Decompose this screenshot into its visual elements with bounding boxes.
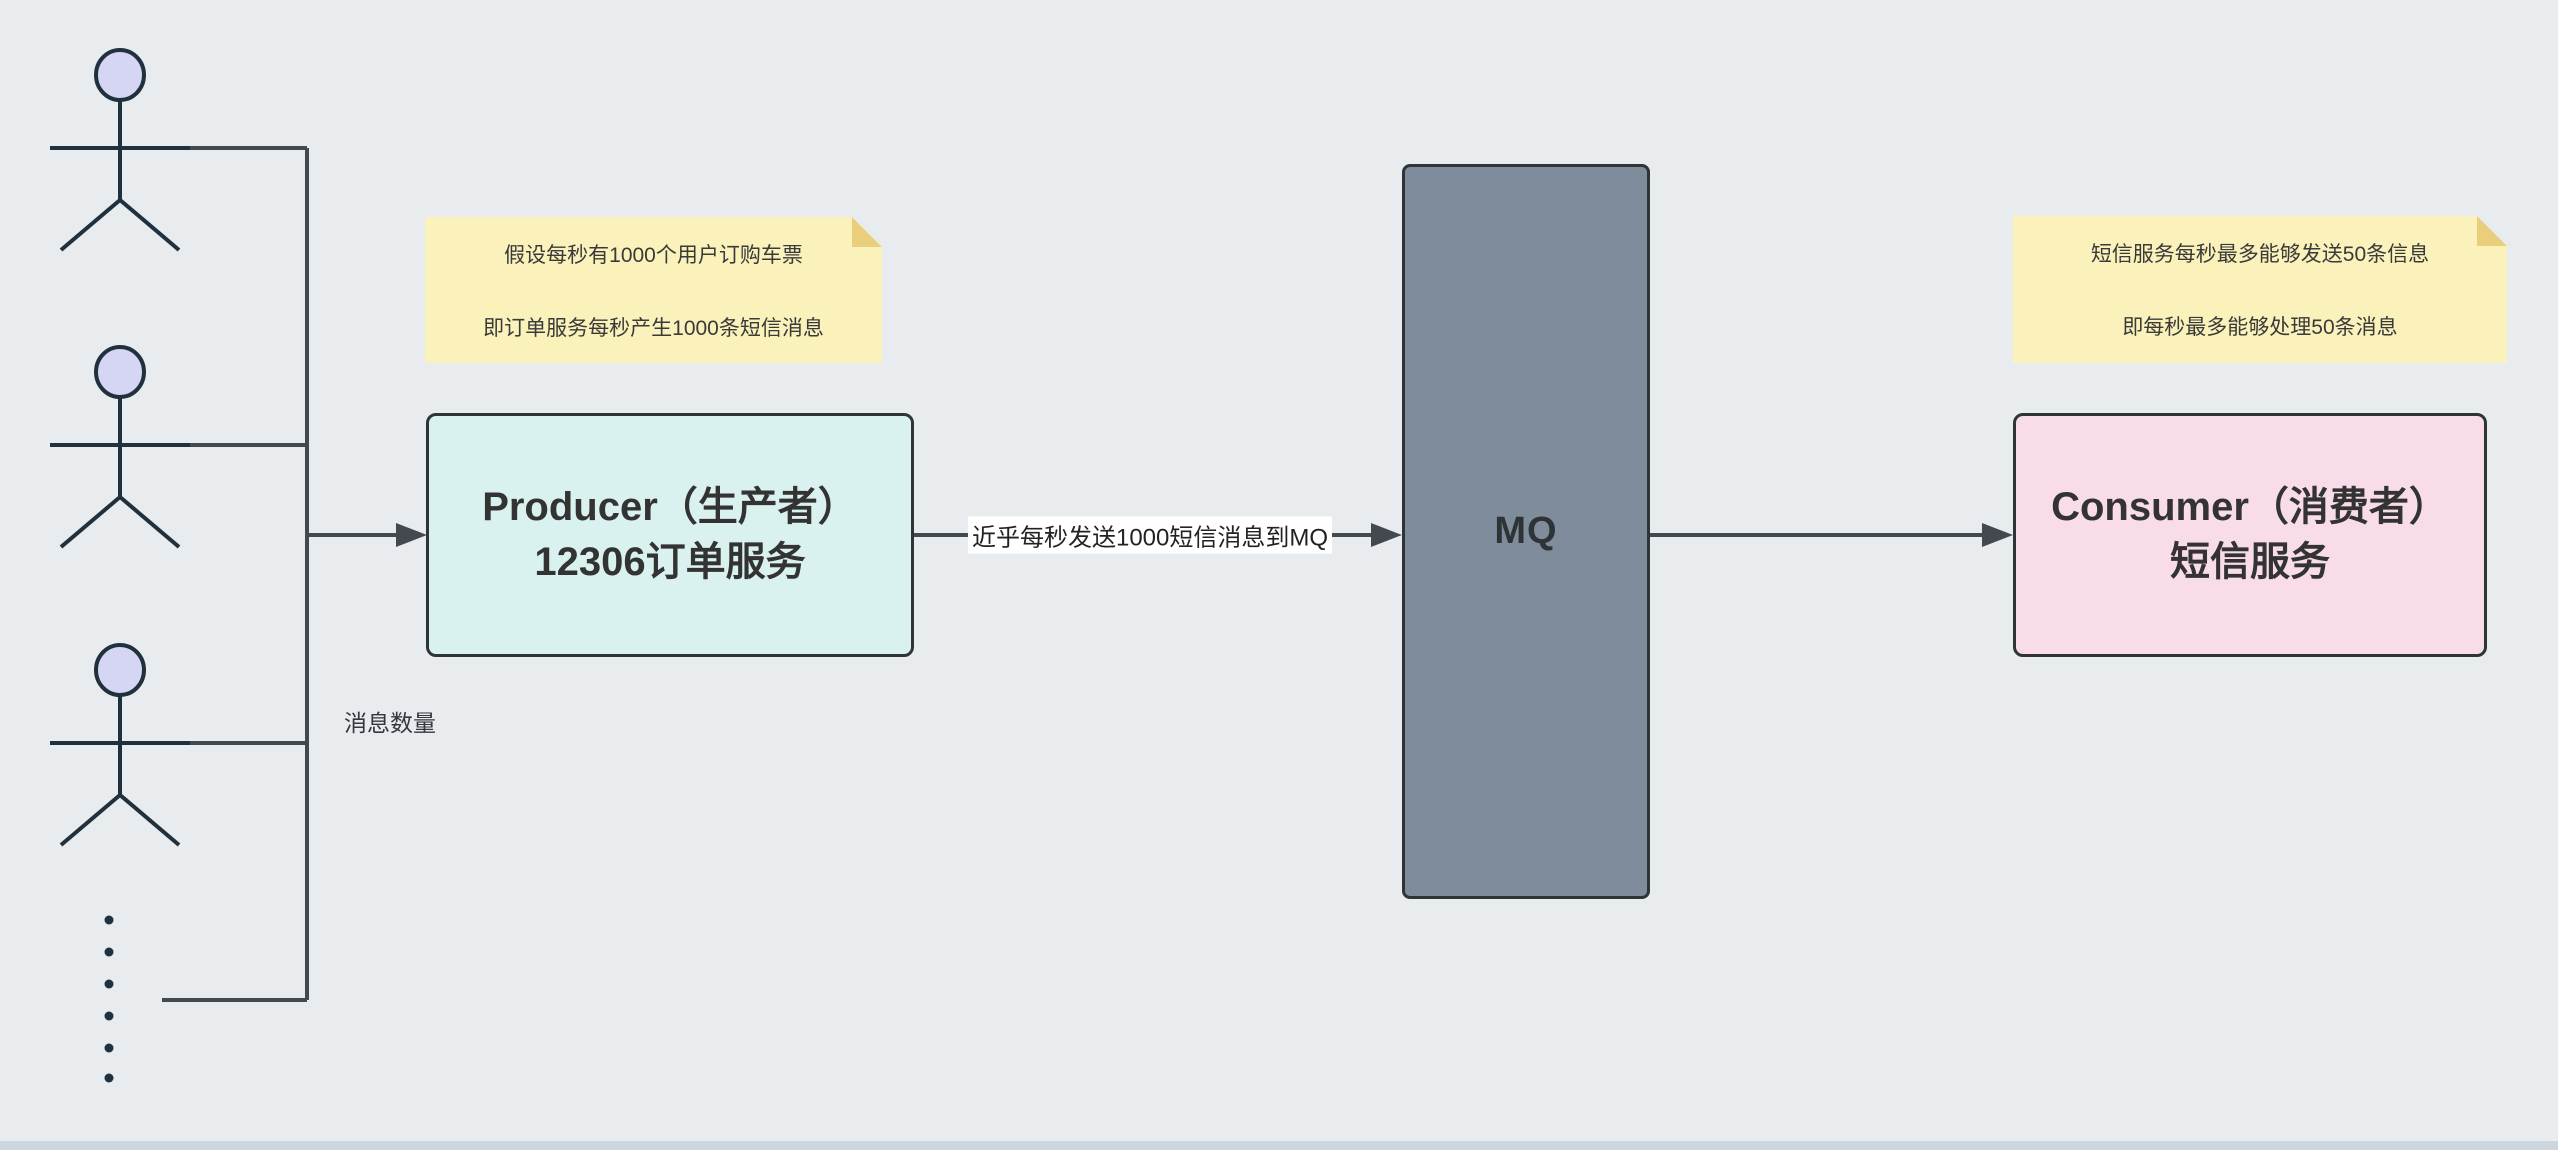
producer-node-title: Producer（生产者） (482, 485, 858, 529)
user-stick-figure-icon (50, 643, 190, 847)
users-bracket (162, 146, 309, 1002)
producer-node: Producer（生产者） 12306订单服务 (426, 413, 914, 657)
note-line: 即订单服务每秒产生1000条短信消息 (483, 316, 824, 340)
producer-node-subtitle: 12306订单服务 (534, 540, 806, 584)
mq-node-label: MQ (1494, 510, 1558, 552)
ellipsis-dot (104, 979, 114, 989)
mq-node: MQ (1402, 164, 1650, 899)
arrowhead (1371, 523, 1402, 547)
users-to-producer-arrow (307, 523, 427, 547)
arrowhead (1982, 523, 2013, 547)
canvas-bottom-strip (0, 1141, 2558, 1150)
actor-leg-right (118, 198, 181, 252)
note-line: 即每秒最多能够处理50条消息 (2122, 316, 2398, 340)
consumer-node: Consumer（消费者） 短信服务 (2013, 413, 2487, 657)
consumer-note: 短信服务每秒最多能够发送50条信息 即每秒最多能够处理50条消息 (2013, 216, 2507, 363)
ellipsis-dot (104, 1073, 114, 1083)
user-stick-figure-icon (50, 345, 190, 549)
ellipsis-dot (104, 1011, 114, 1021)
producer-note: 假设每秒有1000个用户订购车票 即订单服务每秒产生1000条短信消息 (425, 217, 882, 363)
actor-leg-right (118, 793, 181, 847)
actor-leg-left (59, 495, 122, 549)
note-line: 假设每秒有1000个用户订购车票 (504, 243, 803, 267)
actor-head (94, 643, 146, 697)
ellipsis-dot (104, 1043, 114, 1053)
ellipsis-dot (104, 915, 114, 925)
actor-leg-right (118, 495, 181, 549)
vertical-ellipsis-dots (104, 915, 114, 1083)
message-count-label: 消息数量 (344, 710, 436, 736)
consumer-node-subtitle: 短信服务 (2170, 540, 2330, 584)
producer-to-mq-edge-label: 近乎每秒发送1000短信消息到MQ (967, 516, 1333, 554)
actor-head (94, 48, 146, 102)
user-stick-figure-icon (50, 48, 190, 252)
mq-to-consumer-arrow (1650, 523, 2013, 547)
actor-head (94, 345, 146, 399)
consumer-node-title: Consumer（消费者） (2051, 485, 2449, 529)
actor-leg-left (59, 198, 122, 252)
note-line: 短信服务每秒最多能够发送50条信息 (2090, 242, 2430, 266)
ellipsis-dot (104, 947, 114, 957)
actor-leg-left (59, 793, 122, 847)
arrowhead (396, 523, 427, 547)
